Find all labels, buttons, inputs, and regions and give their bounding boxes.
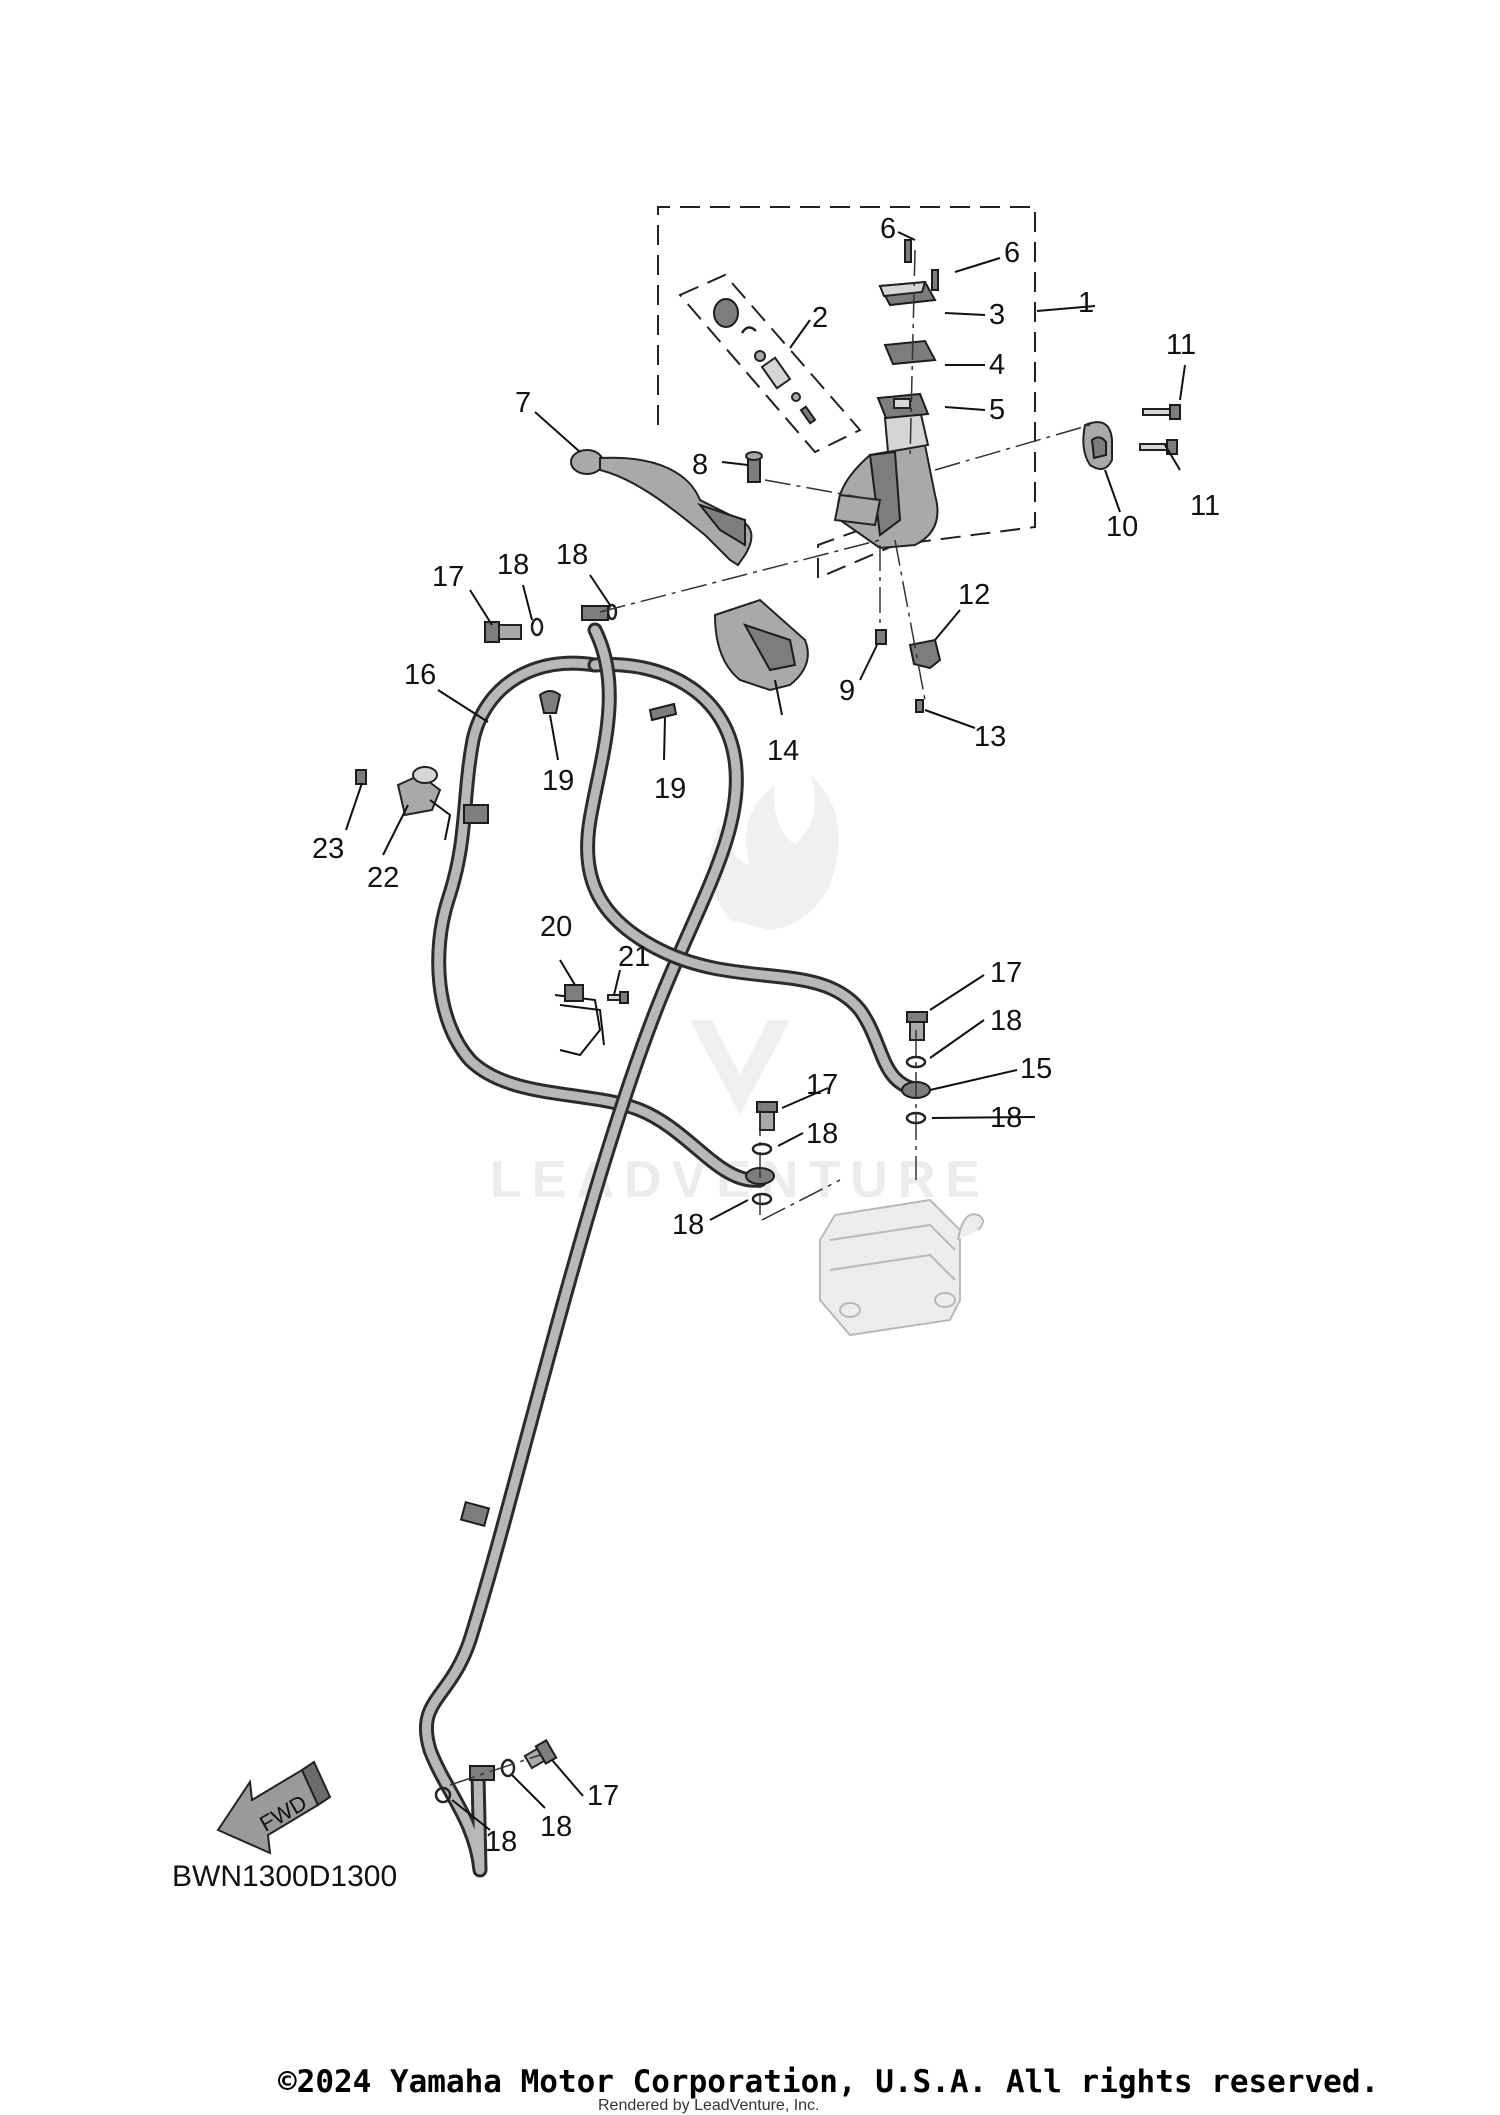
callout-18-f: 18 (672, 1209, 704, 1241)
screw-9 (875, 629, 887, 645)
callout-9: 9 (839, 675, 855, 707)
callout-23: 23 (312, 833, 344, 865)
callout-18-g: 18 (540, 1811, 572, 1843)
gasket-18-top-b (606, 603, 618, 621)
gasket-18-mid-c (905, 1055, 927, 1069)
callout-19-b: 19 (654, 773, 686, 805)
callout-17-a: 17 (432, 561, 464, 593)
holder-10 (1082, 421, 1113, 470)
master-cylinder (833, 408, 939, 550)
callout-18-h: 18 (485, 1826, 517, 1858)
callout-22: 22 (367, 862, 399, 894)
gasket-18-top-a (530, 617, 544, 637)
callout-1: 1 (1078, 287, 1094, 319)
bolts-11 (1139, 404, 1181, 455)
callout-18-c: 18 (990, 1005, 1022, 1037)
brake-hose-15 (580, 622, 928, 1098)
callout-2: 2 (812, 302, 828, 334)
callout-17-d: 17 (587, 1780, 619, 1812)
callout-6-a: 6 (880, 213, 896, 245)
callout-15: 15 (1020, 1053, 1052, 1085)
bolt-21 (607, 991, 629, 1004)
piston-kit-box (678, 273, 862, 454)
callout-labels: 1 2 3 4 5 6 6 7 8 9 10 11 11 12 13 14 15… (312, 213, 1220, 1858)
master-cylinder-kit-box (657, 206, 1036, 580)
union-bolt-17-mid-b (906, 1011, 928, 1041)
leader-lines (345, 231, 1186, 1831)
diaphragm-plate (883, 339, 937, 366)
switch-assembly-14 (713, 598, 809, 692)
callout-5: 5 (989, 394, 1005, 426)
callout-14: 14 (767, 735, 799, 767)
callout-13: 13 (974, 721, 1006, 753)
diagram-code: BWN1300D1300 (172, 1860, 397, 1893)
hose-fitting-bottom (469, 1765, 495, 1781)
callout-16: 16 (404, 659, 436, 691)
gasket-18-mid-b (751, 1192, 773, 1206)
brake-lever (570, 449, 753, 567)
callout-11-b: 11 (1190, 490, 1220, 522)
callout-8: 8 (692, 449, 708, 481)
callout-17-c: 17 (806, 1069, 838, 1101)
diaphragm (876, 392, 930, 420)
gasket-18-mid-a (751, 1142, 773, 1156)
hydraulic-unit-faded (819, 1198, 984, 1337)
union-bolt-17-top (484, 621, 522, 643)
switch-12 (908, 638, 942, 670)
union-bolt-17-mid-a (756, 1101, 778, 1131)
hose-fitting-top (581, 605, 609, 621)
callout-18-d: 18 (990, 1102, 1022, 1134)
pivot-bolt-8 (745, 451, 763, 483)
copyright-notice: ©2024 Yamaha Motor Corporation, U.S.A. A… (278, 2064, 1379, 2100)
fwd-arrow-icon: FWD (216, 1760, 332, 1855)
bolt-23 (355, 769, 367, 785)
callout-18-a: 18 (497, 549, 529, 581)
callout-3: 3 (989, 299, 1005, 331)
callout-20: 20 (540, 911, 572, 943)
callout-17-b: 17 (990, 957, 1022, 989)
center-lines (449, 249, 1091, 1786)
rendered-by: Rendered by LeadVenture, Inc. (598, 2097, 820, 2114)
screws-6 (904, 239, 939, 291)
guide-22 (396, 766, 452, 841)
callout-21: 21 (618, 941, 650, 973)
callout-11-a: 11 (1166, 329, 1196, 361)
reservoir-cap (878, 280, 937, 307)
callout-6-b: 6 (1004, 237, 1020, 269)
callout-4: 4 (989, 349, 1005, 381)
bracket-20 (554, 984, 605, 1057)
gasket-18-bottom-a (500, 1758, 516, 1778)
callout-18-b: 18 (556, 539, 588, 571)
callout-18-e: 18 (806, 1118, 838, 1150)
gasket-18-bottom-b (434, 1786, 452, 1804)
piston-kit (713, 298, 817, 425)
callout-19-a: 19 (542, 765, 574, 797)
clamps-19 (538, 690, 678, 722)
callout-7: 7 (515, 387, 531, 419)
screw-13 (915, 699, 924, 713)
callout-10: 10 (1106, 511, 1138, 543)
callout-12: 12 (958, 579, 990, 611)
union-bolt-17-bottom (523, 1738, 558, 1770)
